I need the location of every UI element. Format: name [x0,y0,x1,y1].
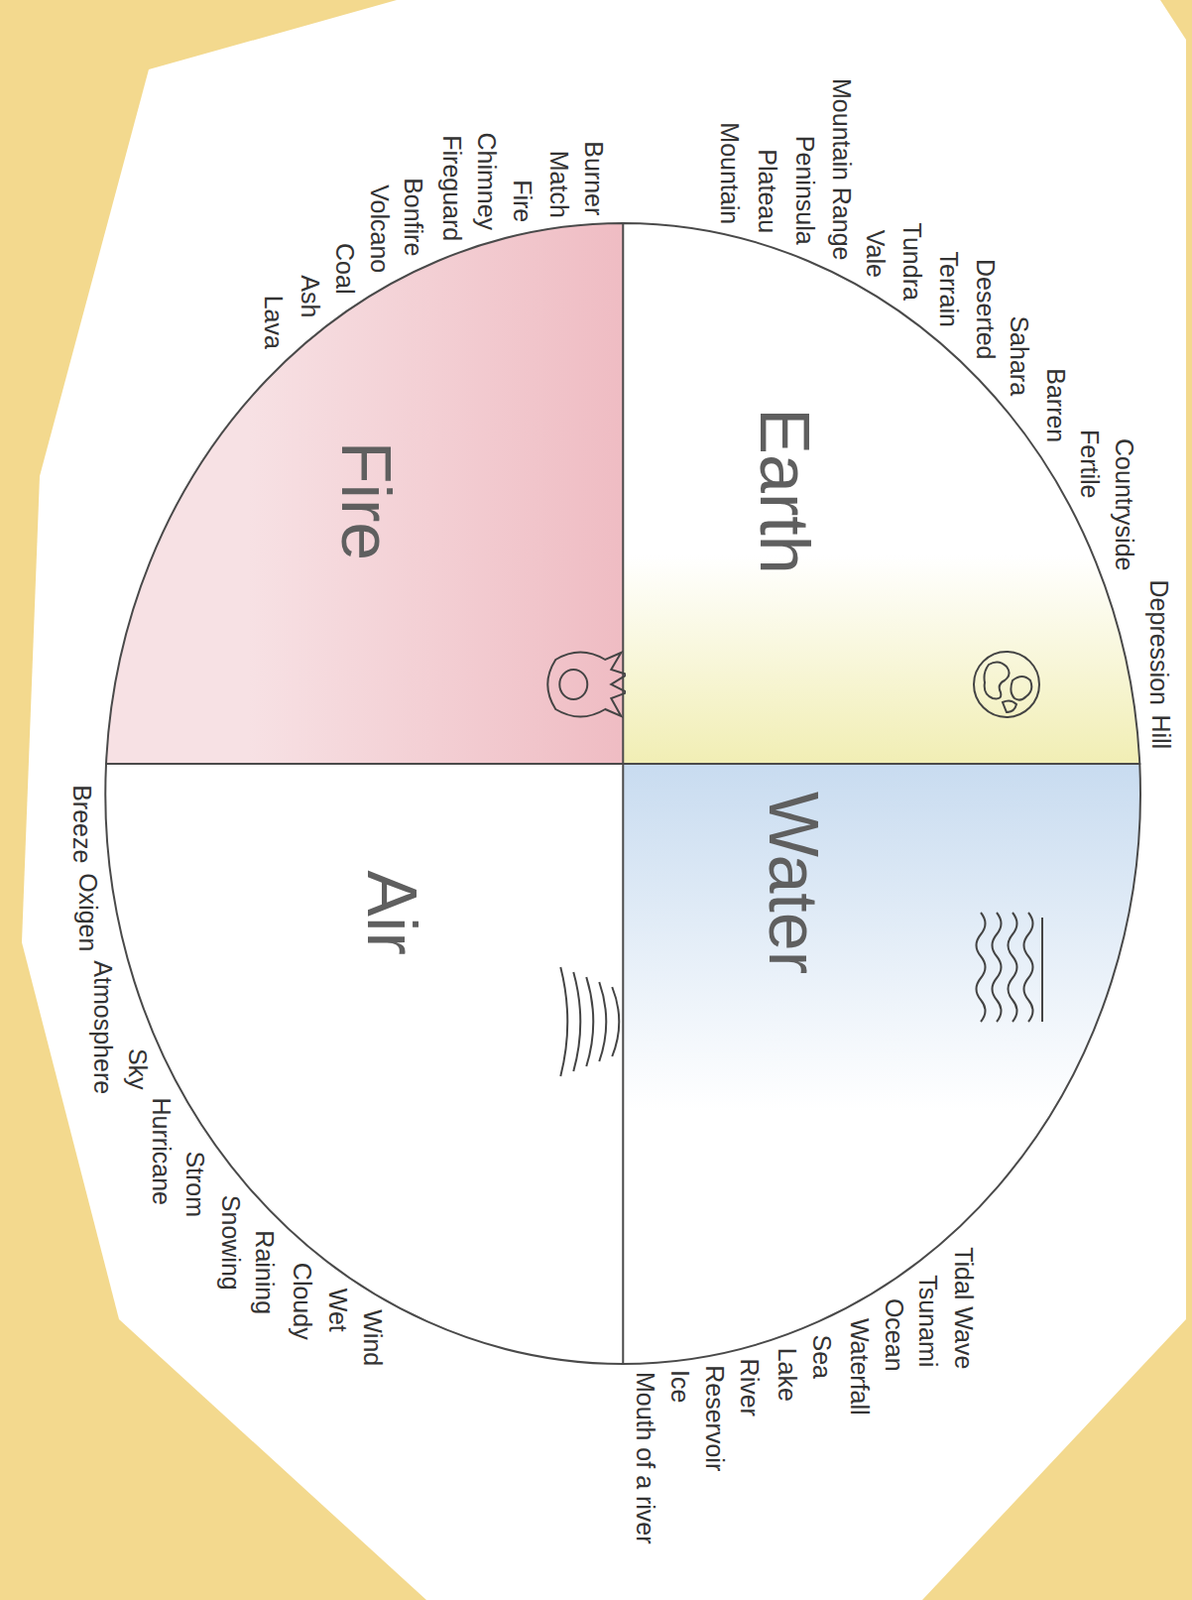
word-label: Wind [358,1310,387,1367]
word-label: Tundra [898,223,927,301]
word-label: Terrain [934,251,962,328]
word-label: Snowing [216,1193,244,1290]
word-label: River [735,1357,764,1416]
word-label: Cloudy [287,1262,316,1340]
word-label: Barren [1041,368,1070,444]
quadrant-outline [622,763,1141,1364]
word-label: Wet [324,1288,353,1332]
quadrant-shape [619,220,1143,767]
quadrant-outline [622,223,1140,764]
word-label: Strom [181,1150,210,1217]
word-label: Fire [508,180,537,224]
word-label: Chimney [473,132,501,232]
word-label: Volcano [365,184,394,273]
white-cutout [21,0,1187,1600]
word-label: Tidal Wave [950,1246,978,1369]
wind-icon [560,966,619,1076]
word-label: Breeze [68,784,97,863]
word-label: Countryside [1110,438,1139,571]
quadrant-outline [105,763,623,1364]
word-label: Atmosphere [89,959,118,1094]
fire-quadrant: Fire [103,220,626,767]
word-label: Depression [1145,579,1174,705]
word-label: Sea [808,1333,836,1378]
word-label: Sky [122,1048,151,1090]
word-label: Lava [258,295,287,350]
quadrant-shape [619,760,1143,1367]
element-heading: Air [357,869,427,955]
element-heading: Water [758,791,829,974]
word-label: Fireguard [437,135,466,242]
word-label: Mouth of a river [630,1371,659,1545]
earth-quadrant: Earth [619,220,1143,767]
word-label: Burner [579,140,607,216]
waves-icon [975,912,1042,1022]
word-label: Waterfall [844,1316,873,1415]
word-label: Deserted [971,258,1000,359]
word-label: Hill [1147,714,1176,749]
word-label: Reservoir [701,1364,729,1471]
word-label: Hurricane [146,1096,175,1204]
word-label: Raining [250,1230,279,1315]
flame-icon [547,651,626,716]
word-label: Bonfire [399,177,428,256]
word-label: Mountain [715,121,744,225]
air-quadrant: Air [103,760,626,1367]
word-label: Sahara [1005,315,1034,396]
word-label: Match [545,149,574,218]
water-quadrant: Water [619,760,1143,1367]
word-label: Peninsula [790,135,819,245]
element-heading: Earth [748,407,819,574]
word-label: Ocean [879,1298,908,1372]
word-label: Oxigen [73,872,102,952]
word-label: Mountain Range [828,78,856,260]
word-label: Lake [772,1347,801,1402]
element-heading: Fire [332,441,402,562]
globe-icon [973,651,1040,717]
word-label: Plateau [752,148,781,234]
quadrant-shape [103,760,626,1367]
quadrant-outline [106,223,623,764]
word-label: Ash [295,275,324,319]
word-label: Ice [666,1369,695,1403]
word-label: Tsunami [914,1275,943,1368]
word-label: Fertile [1075,429,1104,498]
word-label: Coal [331,242,359,294]
word-label: Vale [861,230,890,278]
